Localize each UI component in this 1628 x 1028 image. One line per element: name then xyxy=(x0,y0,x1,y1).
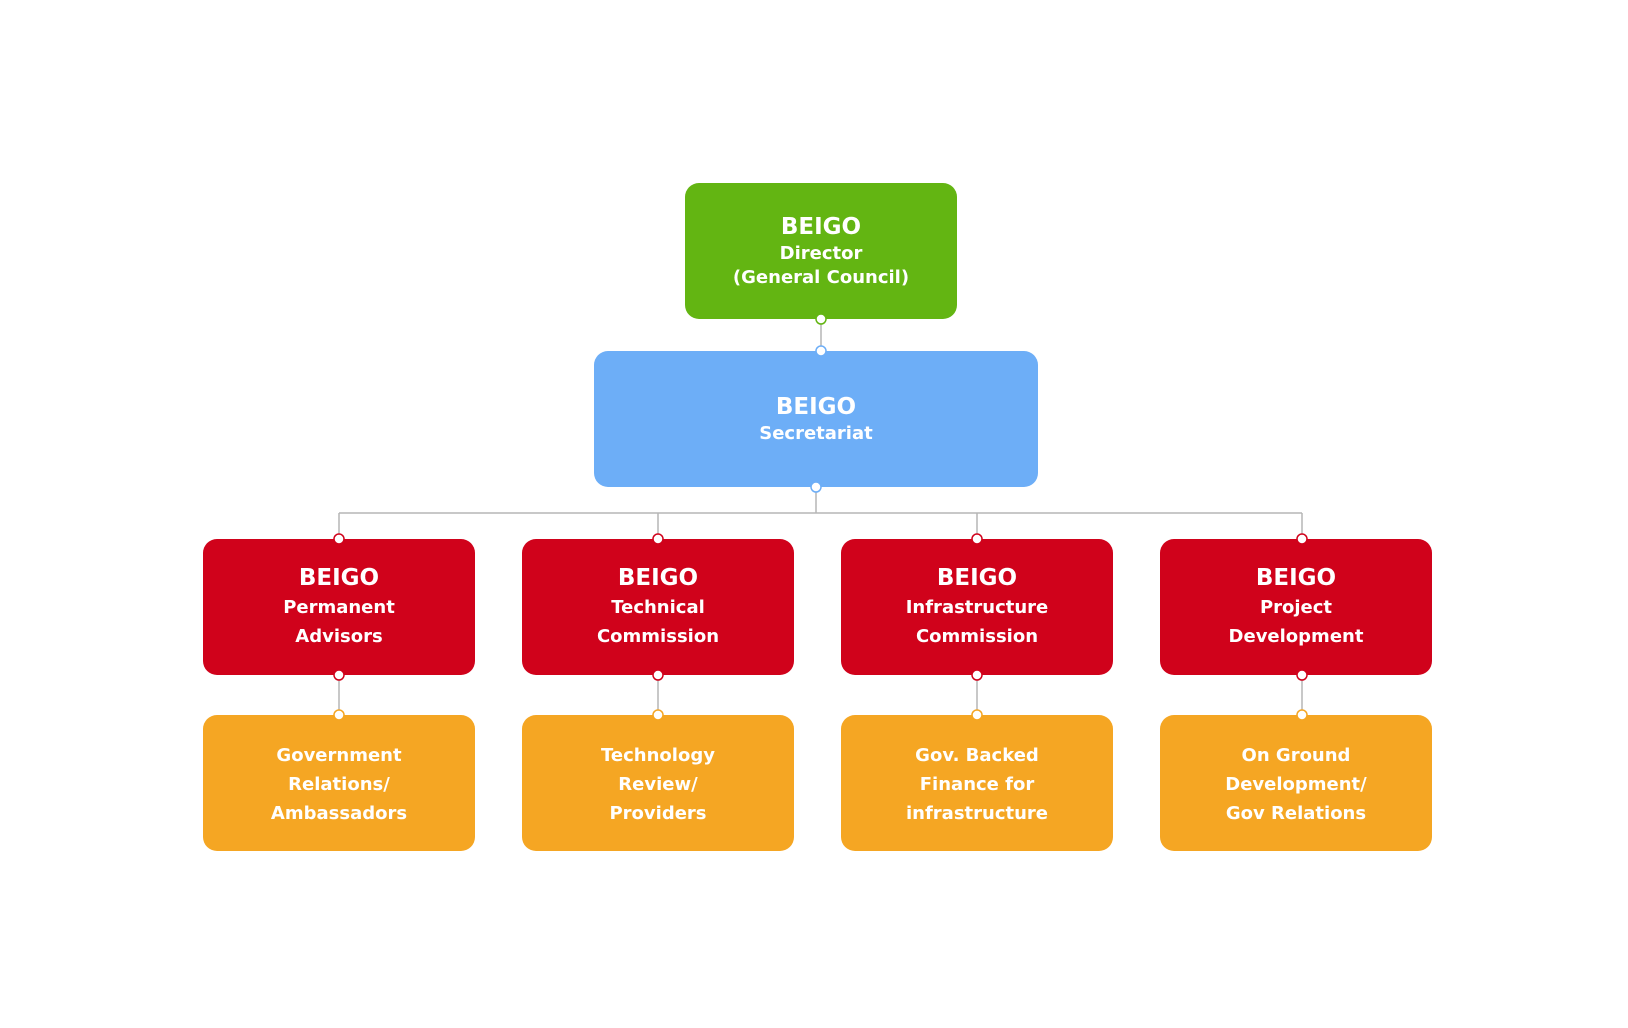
node-title: BEIGO xyxy=(298,564,380,591)
node-line: Permanent xyxy=(283,596,395,618)
node-subunit-government-relations[interactable]: Government Relations/ Ambassadors xyxy=(203,715,475,851)
node-line: Project xyxy=(1259,596,1333,618)
node-title: BEIGO xyxy=(936,564,1018,591)
node-subunit-technology-review[interactable]: Technology Review/ Providers xyxy=(522,715,794,851)
node-title: BEIGO xyxy=(775,393,857,420)
node-commission-infrastructure[interactable]: BEIGO Infrastructure Commission xyxy=(841,539,1113,675)
node-subunit-gov-backed-finance[interactable]: Gov. Backed Finance for infrastructure xyxy=(841,715,1113,851)
node-line: Development xyxy=(1228,625,1364,647)
node-line: Technical xyxy=(611,596,705,618)
node-line: Infrastructure xyxy=(905,596,1049,618)
node-line: Ambassadors xyxy=(270,802,408,824)
node-line: Secretariat xyxy=(759,422,873,444)
node-line: Technology xyxy=(601,744,715,766)
node-line: (General Council) xyxy=(732,266,910,288)
node-line: Review/ xyxy=(618,773,698,795)
node-line: Relations/ xyxy=(288,773,390,795)
node-line: Government xyxy=(276,744,402,766)
node-line: Gov Relations xyxy=(1225,802,1367,824)
node-line: Commission xyxy=(915,625,1039,647)
node-commission-permanent-advisors[interactable]: BEIGO Permanent Advisors xyxy=(203,539,475,675)
node-commission-technical[interactable]: BEIGO Technical Commission xyxy=(522,539,794,675)
node-line: Providers xyxy=(609,802,707,824)
node-line: Finance for xyxy=(919,773,1035,795)
node-title: BEIGO xyxy=(780,213,862,240)
node-director[interactable]: BEIGO Director (General Council) xyxy=(685,183,957,319)
node-line: Advisors xyxy=(295,625,383,647)
node-line: Commission xyxy=(596,625,720,647)
node-line: infrastructure xyxy=(905,802,1049,824)
node-subunit-on-ground-development[interactable]: On Ground Development/ Gov Relations xyxy=(1160,715,1432,851)
node-secretariat[interactable]: BEIGO Secretariat xyxy=(594,351,1038,487)
node-line: Director xyxy=(779,242,863,264)
node-title: BEIGO xyxy=(1255,564,1337,591)
node-line: Gov. Backed xyxy=(915,744,1039,766)
node-commission-project-development[interactable]: BEIGO Project Development xyxy=(1160,539,1432,675)
node-line: Development/ xyxy=(1225,773,1367,795)
node-line: On Ground xyxy=(1241,744,1351,766)
node-title: BEIGO xyxy=(617,564,699,591)
